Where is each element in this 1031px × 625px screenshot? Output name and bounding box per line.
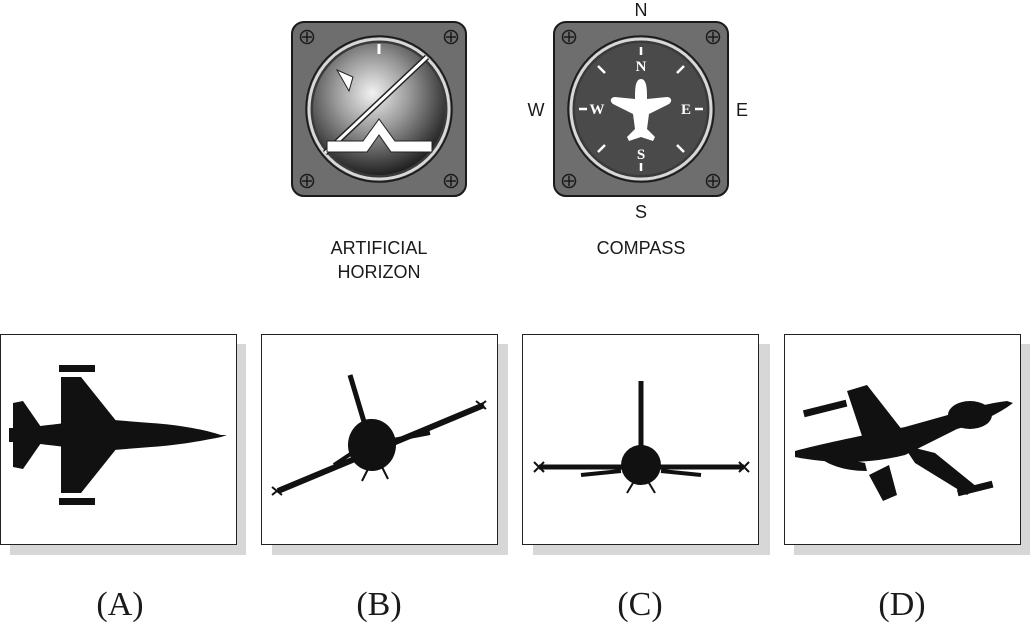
caption-line-1: ARTIFICIAL: [330, 238, 428, 258]
bezel-highlight: [569, 37, 713, 181]
caption-line-2: HORIZON: [337, 262, 421, 282]
compass-instrument: N S W E: [553, 21, 729, 197]
option-c-label[interactable]: (C): [617, 586, 663, 623]
compass-east-label: E: [735, 100, 748, 120]
dial-north-letter: N: [636, 59, 647, 75]
compass-tick-marks: [579, 47, 703, 171]
option-b-panel[interactable]: [261, 334, 498, 545]
compass-north-label: N: [634, 0, 648, 20]
compass-caption: COMPASS: [596, 238, 686, 258]
artificial-horizon-caption: ARTIFICIAL HORIZON: [279, 236, 479, 284]
dial-west-letter: W: [590, 102, 605, 118]
airplane-top-view-banked-icon: [795, 385, 1013, 501]
mounting-screw-icon: [561, 29, 721, 189]
option-c-panel[interactable]: [522, 334, 759, 545]
airplane-rear-view-level-icon: [533, 381, 750, 494]
horizon-bar: [323, 55, 429, 155]
dial-east-letter: E: [681, 102, 691, 118]
bank-pointer-icon: [335, 68, 354, 93]
dial-south-letter: S: [637, 147, 645, 163]
bezel-highlight: [307, 37, 451, 181]
option-d-panel[interactable]: [784, 334, 1021, 545]
mounting-screw-icon: [299, 29, 459, 189]
option-a-panel[interactable]: [0, 334, 237, 545]
compass-west-label: W: [527, 100, 545, 120]
option-a-label[interactable]: (A): [96, 586, 144, 623]
airplane-top-view-level-icon: [9, 365, 227, 505]
artificial-horizon-instrument: [291, 21, 467, 197]
option-b-label[interactable]: (B): [356, 586, 402, 623]
compass-airplane-icon: [610, 79, 672, 141]
airplane-rear-view-banked-icon: [271, 374, 487, 496]
option-d-label[interactable]: (D): [878, 586, 926, 623]
compass-south-label: S: [634, 202, 647, 222]
miniature-airplane-symbol: [326, 118, 433, 153]
